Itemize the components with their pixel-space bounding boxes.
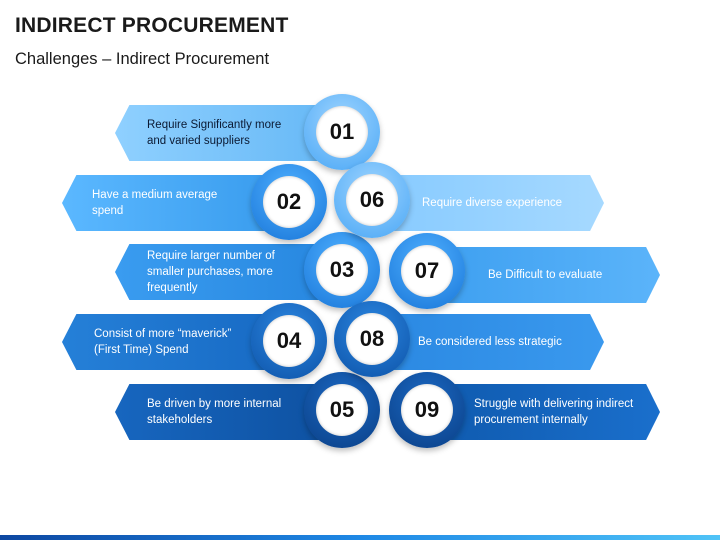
number-badge-01: 01	[304, 94, 380, 170]
challenge-arrow-06: Require diverse experience	[372, 175, 604, 231]
challenge-text-05: Be driven by more internal stakeholders	[147, 398, 282, 426]
challenge-text-02: Have a medium average spend	[92, 189, 218, 217]
challenge-arrow-09: Struggle with delivering indirect procur…	[428, 384, 660, 440]
number-label-06: 06	[346, 174, 398, 226]
challenge-text-09: Struggle with delivering indirect procur…	[474, 398, 634, 426]
page-title: INDIRECT PROCUREMENT	[15, 14, 289, 37]
challenge-text-07: Be Difficult to evaluate	[488, 269, 603, 281]
number-label-07: 07	[401, 245, 453, 297]
number-label-09: 09	[401, 384, 453, 436]
number-badge-04: 04	[251, 303, 327, 379]
number-badge-09: 09	[389, 372, 465, 448]
number-label-04: 04	[263, 315, 315, 367]
number-badge-08: 08	[334, 301, 410, 377]
number-label-02: 02	[263, 176, 315, 228]
challenge-text-06: Require diverse experience	[422, 197, 562, 209]
number-badge-06: 06	[334, 162, 410, 238]
number-label-01: 01	[316, 106, 368, 158]
challenge-arrow-08: Be considered less strategic	[372, 314, 604, 370]
number-badge-05: 05	[304, 372, 380, 448]
number-badge-07: 07	[389, 233, 465, 309]
number-badge-02: 02	[251, 164, 327, 240]
challenge-text-01: Require Significantly more and varied su…	[147, 119, 282, 147]
number-label-05: 05	[316, 384, 368, 436]
challenge-text-04: Consist of more “maverick” (First Time) …	[94, 328, 232, 356]
number-badge-03: 03	[304, 232, 380, 308]
number-label-03: 03	[316, 244, 368, 296]
challenge-arrow-07: Be Difficult to evaluate	[428, 247, 660, 303]
footer-accent-bar	[0, 535, 720, 540]
number-label-08: 08	[346, 313, 398, 365]
challenge-text-03: Require larger number of smaller purchas…	[147, 250, 275, 294]
challenge-text-08: Be considered less strategic	[418, 336, 562, 348]
page-subtitle: Challenges – Indirect Procurement	[15, 50, 270, 68]
